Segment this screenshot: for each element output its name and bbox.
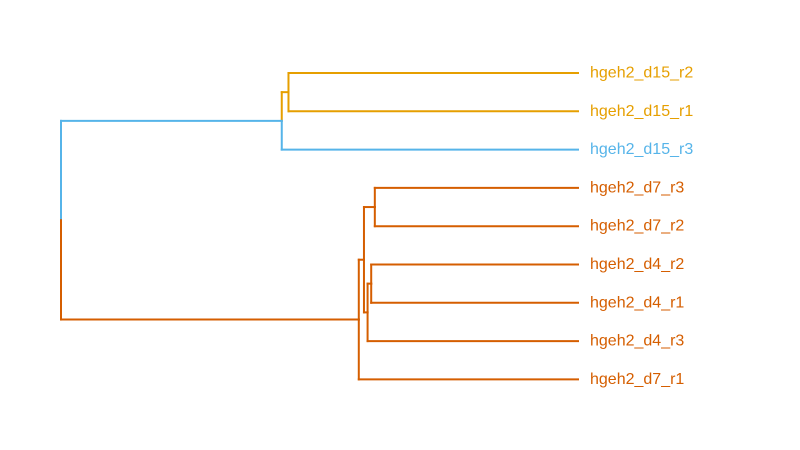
- leaf-label: hgeh2_d4_r2: [590, 256, 684, 273]
- leaf-label: hgeh2_d15_r3: [590, 141, 693, 158]
- leaf-label: hgeh2_d7_r2: [590, 218, 684, 235]
- leaf-label: hgeh2_d4_r1: [590, 294, 684, 311]
- leaf-label: hgeh2_d4_r3: [590, 333, 684, 350]
- leaf-label: hgeh2_d7_r3: [590, 179, 684, 196]
- leaf-label: hgeh2_d7_r1: [590, 371, 684, 388]
- leaf-label: hgeh2_d15_r1: [590, 103, 693, 120]
- dendrogram-branches: [60, 72, 579, 381]
- leaf-label: hgeh2_d15_r2: [590, 65, 693, 82]
- leaf-labels: hgeh2_d15_r2 hgeh2_d15_r1 hgeh2_d15_r3hgeh…: [590, 65, 693, 388]
